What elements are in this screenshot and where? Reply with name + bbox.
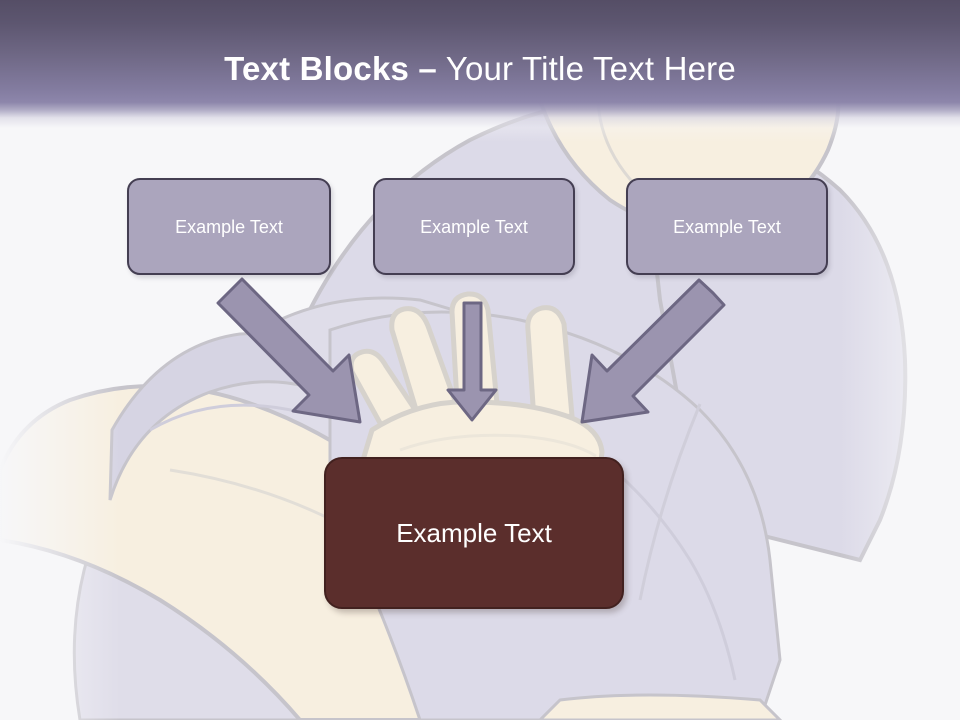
page-title-dash: – xyxy=(418,50,437,87)
text-block-2-label: Example Text xyxy=(420,216,528,237)
text-block-2[interactable]: Example Text xyxy=(373,178,575,275)
arrow-right-diagonal[interactable] xyxy=(580,278,726,424)
text-block-1[interactable]: Example Text xyxy=(127,178,331,275)
page-title: Text Blocks – Your Title Text Here xyxy=(0,48,960,90)
text-block-1-label: Example Text xyxy=(175,216,283,237)
arrow-left-diagonal[interactable] xyxy=(216,277,362,424)
page-title-light: Your Title Text Here xyxy=(436,50,736,87)
page-title-bold: Text Blocks xyxy=(224,50,419,87)
result-text-block[interactable]: Example Text xyxy=(324,457,624,609)
result-text-block-label: Example Text xyxy=(396,518,552,548)
arrow-center-down[interactable] xyxy=(446,301,498,422)
text-block-3-label: Example Text xyxy=(673,216,781,237)
text-block-3[interactable]: Example Text xyxy=(626,178,828,275)
